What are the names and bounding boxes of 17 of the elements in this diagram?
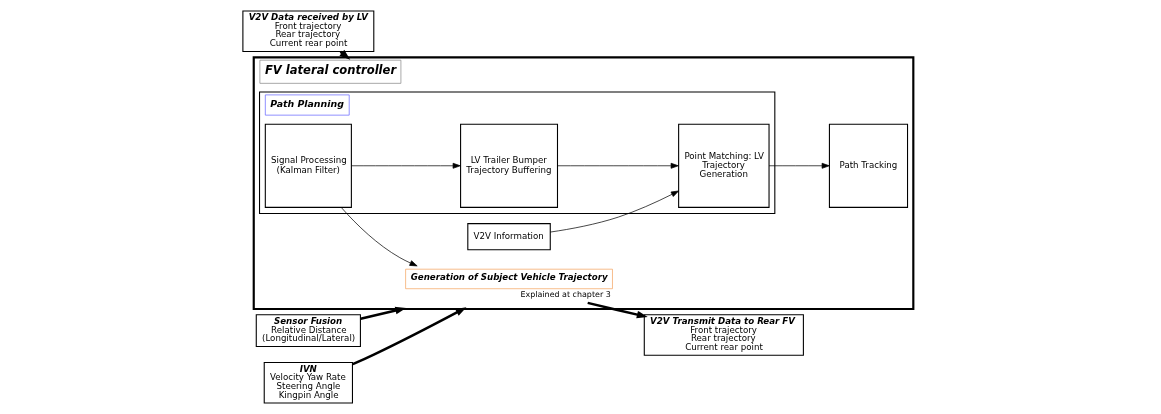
node-box: Path Tracking bbox=[828, 123, 908, 208]
arrow bbox=[556, 162, 679, 169]
arrow bbox=[340, 207, 418, 267]
arrow bbox=[768, 162, 830, 169]
arrow bbox=[549, 190, 679, 233]
node-box: V2V Information bbox=[466, 223, 551, 251]
node-box: V2V Transmit Data to Rear FV Front trajectory Rear trajectory Current rear point bbox=[643, 314, 804, 356]
node-box: Point Matching: LV Trajectory Generation bbox=[677, 123, 770, 208]
node-box: LV Trailer Bumper Trajectory Buffering bbox=[459, 123, 558, 208]
arrow bbox=[586, 301, 648, 319]
node-box: Generation of Subject Vehicle Trajectory bbox=[404, 268, 613, 290]
node-box: Signal Processing (Kalman Filter) bbox=[264, 123, 352, 208]
arrow bbox=[351, 307, 466, 366]
arrow bbox=[350, 162, 461, 169]
node-box: IVN Velocity Yaw Rate Steering Angle Kingpin Angle bbox=[263, 361, 353, 404]
node-box: Sensor Fusion Relative Distance (Longitudinal/Lateral) bbox=[255, 314, 361, 348]
arrow bbox=[359, 306, 406, 320]
